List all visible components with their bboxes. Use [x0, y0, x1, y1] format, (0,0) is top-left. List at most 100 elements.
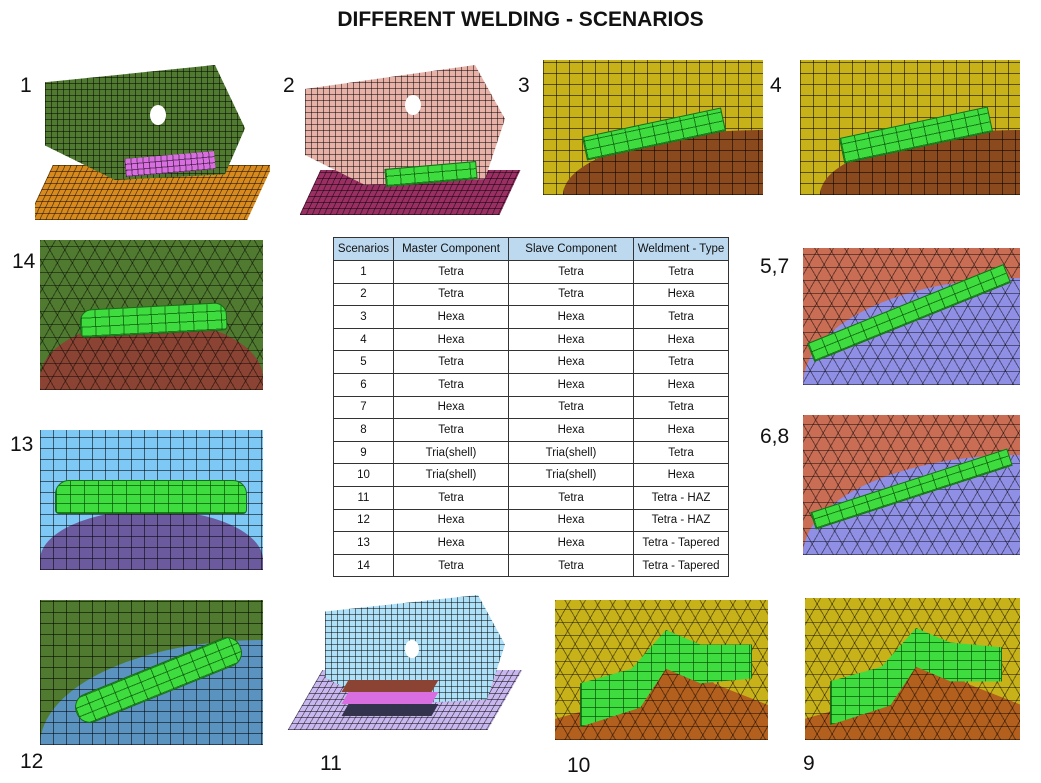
cell-scenario: 5 — [333, 350, 394, 374]
cell-weldment: Hexa — [633, 282, 729, 307]
cell-slave: Tetra — [508, 395, 634, 420]
cell-weldment: Tetra — [633, 350, 729, 374]
cell-slave: Tetra — [508, 485, 634, 510]
cell-weldment: Tetra — [633, 440, 729, 465]
cell-master: Hexa — [393, 395, 509, 420]
cell-weldment: Hexa — [633, 327, 729, 352]
cell-weldment: Hexa — [633, 372, 729, 397]
cell-scenario: 14 — [333, 553, 394, 578]
label-scenario-14: 14 — [12, 250, 36, 273]
cell-scenario: 1 — [333, 260, 394, 284]
scenario-3-image — [543, 60, 763, 195]
cell-master: Tria(shell) — [393, 440, 509, 465]
cell-weldment: Tetra - HAZ — [633, 485, 729, 510]
scenario-4-image — [800, 60, 1020, 195]
cell-scenario: 7 — [333, 395, 394, 420]
cell-master: Tetra — [393, 418, 509, 442]
cell-slave: Tetra — [508, 553, 634, 578]
cell-scenario: 3 — [333, 305, 394, 329]
cell-master: Hexa — [393, 531, 509, 555]
label-scenario-2: 2 — [283, 74, 295, 97]
cell-slave: Hexa — [508, 418, 634, 442]
cell-master: Tetra — [393, 282, 509, 307]
header-slave-component: Slave Component — [508, 237, 634, 261]
figure-title: DIFFERENT WELDING - SCENARIOS — [337, 8, 704, 31]
cell-weldment: Hexa — [633, 418, 729, 442]
cell-slave: Tria(shell) — [508, 440, 634, 465]
label-scenario-11: 11 — [320, 752, 342, 775]
cell-slave: Tria(shell) — [508, 463, 634, 487]
scenario-5-7-image — [803, 248, 1020, 385]
cell-slave: Hexa — [508, 372, 634, 397]
cell-weldment: Hexa — [633, 463, 729, 487]
cell-scenario: 9 — [333, 440, 394, 465]
cell-slave: Tetra — [508, 282, 634, 307]
cell-master: Hexa — [393, 305, 509, 329]
label-scenario-12: 12 — [20, 750, 44, 773]
label-scenario-1: 1 — [20, 74, 32, 97]
cell-master: Tetra — [393, 553, 509, 578]
cell-slave: Hexa — [508, 327, 634, 352]
label-scenario-3: 3 — [518, 74, 530, 97]
cell-scenario: 12 — [333, 508, 394, 533]
label-scenario-10: 10 — [567, 754, 591, 777]
cell-scenario: 13 — [333, 531, 394, 555]
cell-master: Tetra — [393, 485, 509, 510]
label-scenario-13: 13 — [10, 433, 34, 456]
cell-weldment: Tetra - Tapered — [633, 531, 729, 555]
cell-master: Tetra — [393, 260, 509, 284]
scenario-14-image — [40, 240, 263, 390]
scenario-12-image — [40, 600, 263, 745]
cell-scenario: 2 — [333, 282, 394, 307]
cell-master: Tetra — [393, 350, 509, 374]
header-master-component: Master Component — [393, 237, 509, 261]
cell-weldment: Tetra — [633, 260, 729, 284]
cell-weldment: Tetra — [633, 395, 729, 420]
scenarios-table: Scenarios Master Component Slave Compone… — [333, 237, 729, 578]
label-scenario-9: 9 — [803, 752, 815, 775]
cell-master: Hexa — [393, 327, 509, 352]
cell-scenario: 11 — [333, 485, 394, 510]
scenario-9-image — [805, 598, 1020, 740]
header-scenarios: Scenarios — [333, 237, 394, 261]
cell-scenario: 10 — [333, 463, 394, 487]
scenario-13-image — [40, 430, 263, 570]
label-scenario-5-7: 5,7 — [760, 255, 790, 278]
cell-scenario: 4 — [333, 327, 394, 352]
scenario-2-image — [300, 60, 525, 218]
cell-master: Tria(shell) — [393, 463, 509, 487]
cell-slave: Hexa — [508, 350, 634, 374]
scenario-11-image — [285, 590, 525, 740]
cell-master: Tetra — [393, 372, 509, 397]
scenario-6-8-image — [803, 415, 1020, 555]
cell-slave: Tetra — [508, 260, 634, 284]
cell-weldment: Tetra — [633, 305, 729, 329]
scenario-1-image — [35, 55, 270, 225]
header-weldment-type: Weldment - Type — [633, 237, 729, 261]
cell-slave: Hexa — [508, 305, 634, 329]
cell-slave: Hexa — [508, 531, 634, 555]
cell-slave: Hexa — [508, 508, 634, 533]
cell-scenario: 8 — [333, 418, 394, 442]
cell-scenario: 6 — [333, 372, 394, 397]
table-header-row: Scenarios Master Component Slave Compone… — [333, 237, 729, 261]
scenario-10-image — [555, 600, 768, 740]
label-scenario-4: 4 — [770, 74, 782, 97]
cell-weldment: Tetra - Tapered — [633, 553, 729, 578]
label-scenario-6-8: 6,8 — [760, 425, 790, 448]
